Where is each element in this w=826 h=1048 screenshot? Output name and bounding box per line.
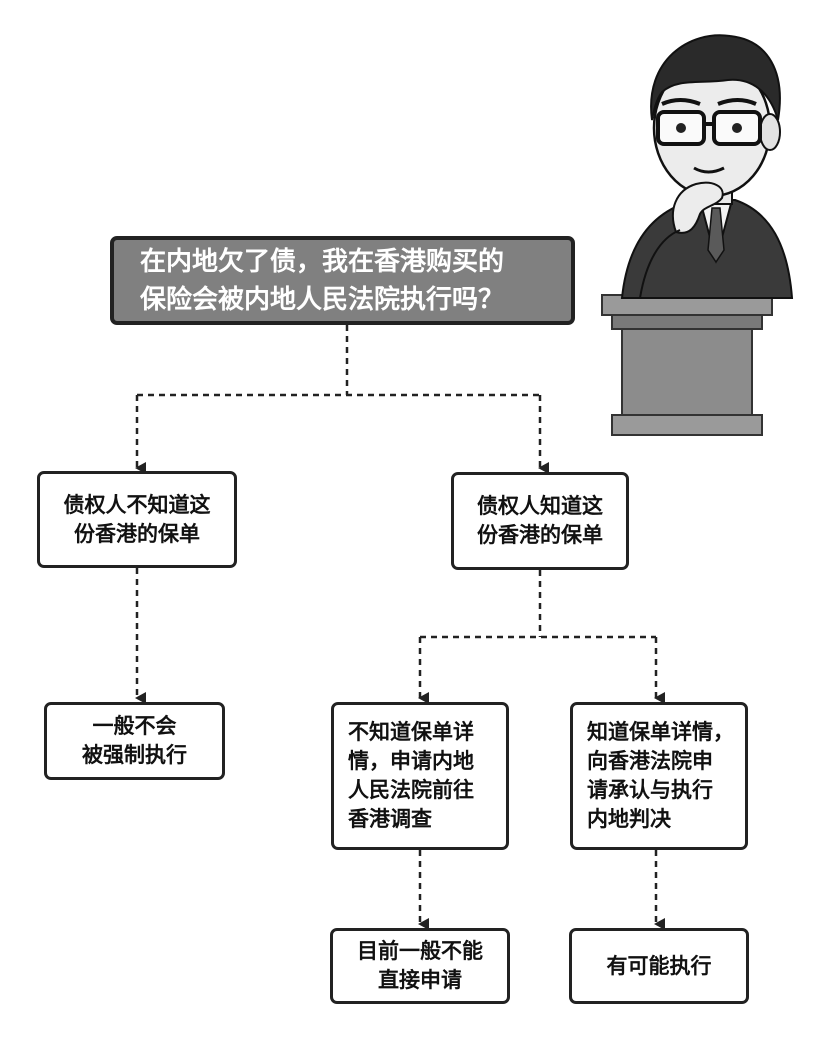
node-creditor-aware: 债权人知道这 份香港的保单 xyxy=(451,472,629,570)
node-creditor-unaware: 债权人不知道这 份香港的保单 xyxy=(37,471,237,568)
node-has-policy-details: 知道保单详情， 向香港法院申 请承认与执行 内地判决 xyxy=(570,702,748,850)
node-cannot-apply: 目前一般不能 直接申请 xyxy=(330,928,510,1004)
node-not-enforced: 一般不会 被强制执行 xyxy=(44,702,225,780)
node-no-policy-details: 不知道保单详 情，申请内地 人民法院前往 香港调查 xyxy=(331,702,509,850)
node-may-enforce: 有可能执行 xyxy=(569,928,749,1004)
question-box: 在内地欠了债，我在香港购买的 保险会被内地人民法院执行吗？ xyxy=(110,236,575,325)
podium-icon xyxy=(601,294,773,436)
